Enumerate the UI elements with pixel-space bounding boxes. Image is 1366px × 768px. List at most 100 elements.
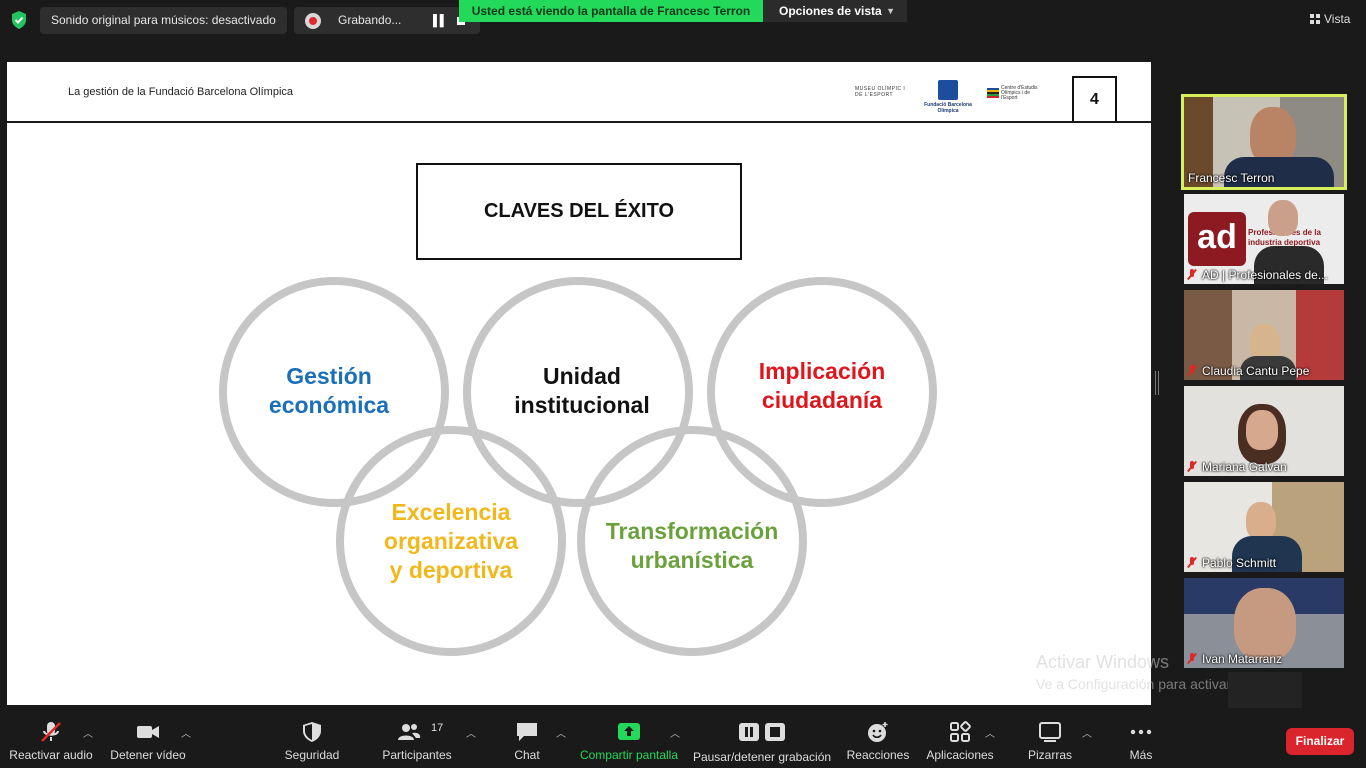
muted-mic-icon (1188, 461, 1196, 472)
museu-olimpic-logo: MUSEU OLÍMPIC I DE L'ESPORT (855, 86, 906, 98)
apps-grid-icon (950, 721, 971, 742)
header-divider (7, 121, 1151, 123)
more-dots-icon (1130, 729, 1152, 735)
more-button[interactable]: Más (1116, 708, 1166, 768)
pause-stop-recording-icon (739, 723, 785, 741)
encryption-shield-icon[interactable] (10, 10, 28, 30)
share-screen-label: Compartir pantalla (579, 748, 679, 762)
recording-label: Grabando... (338, 13, 402, 27)
recording-indicator: Grabando... ▌▌ (294, 7, 480, 34)
video-camera-icon (137, 726, 159, 738)
original-sound-toggle[interactable]: Sonido original para músicos: desactivad… (40, 7, 287, 34)
participants-count: 17 (431, 722, 444, 734)
participant-shirt (1240, 356, 1296, 380)
muted-mic-icon (1188, 653, 1196, 664)
smiley-face-icon (868, 722, 888, 742)
participant-name: Pablo Schmitt (1202, 556, 1277, 570)
reactions-button[interactable]: Reacciones (842, 708, 914, 768)
ring-gestion (219, 277, 449, 507)
chat-button[interactable]: Chat (504, 708, 550, 768)
fundacio-barcelona-olimpica-logo: Fundació Barcelona Olímpica (915, 80, 981, 114)
pause-stop-recording-button[interactable]: Pausar/detener grabación (692, 708, 832, 768)
participant-name: Francesc Terron (1188, 171, 1275, 185)
participant-video: ad Profesionales de la industria deporti… (1184, 194, 1344, 284)
grid-view-icon (1310, 14, 1320, 24)
gallery-scroll-button[interactable] (1228, 672, 1302, 708)
participants-icon (398, 724, 421, 740)
chat-options-chevron-icon[interactable]: ︿ (556, 729, 566, 740)
meeting-topbar: Sonido original para músicos: desactivad… (0, 0, 1366, 40)
apps-options-chevron-icon[interactable]: ︿ (985, 729, 995, 740)
claves-title-box: CLAVES DEL ÉXITO (416, 163, 742, 260)
chevron-down-icon: ▼ (886, 6, 895, 16)
security-shield-icon (303, 722, 321, 742)
participants-options-chevron-icon[interactable]: ︿ (466, 729, 476, 740)
participant-tile[interactable]: Ivan Matarranz (1184, 578, 1344, 668)
reactions-label: Reacciones (846, 748, 910, 762)
stop-video-label: Detener vídeo (110, 748, 186, 762)
participant-name: AD | Profesionales de... (1202, 268, 1328, 282)
fbo-emblem-icon (938, 80, 958, 100)
ring-label-unidad: Unidad institucional (514, 363, 650, 418)
panel-resize-handle[interactable] (1155, 371, 1159, 395)
ring-label-implicacion: Implicación ciudadanía (758, 358, 886, 413)
whiteboards-options-chevron-icon[interactable]: ︿ (1082, 729, 1092, 740)
ring-label-transformacion: Transformación urbanística (605, 518, 779, 573)
participant-video (1184, 386, 1344, 476)
ad-logo: ad (1188, 212, 1246, 266)
muted-mic-icon (1188, 269, 1196, 280)
participant-tile[interactable]: ad Profesionales de la industria deporti… (1184, 194, 1344, 284)
view-options-dropdown[interactable]: Opciones de vista ▼ (763, 0, 907, 22)
security-button[interactable]: Seguridad (276, 708, 348, 768)
share-options-chevron-icon[interactable]: ︿ (670, 729, 680, 740)
video-options-chevron-icon[interactable]: ︿ (181, 729, 191, 740)
stop-video-button[interactable]: Detener vídeo (104, 708, 192, 768)
meeting-controls-toolbar: Reactivar audio ︿ Detener vídeo ︿ Seguri… (0, 708, 1366, 768)
ring-implicacion (707, 277, 937, 507)
participant-shirt (1232, 536, 1302, 572)
recording-dot-icon (305, 13, 321, 29)
participant-tile[interactable]: Claudia Cantu Pepe (1184, 290, 1344, 380)
participant-face (1250, 107, 1296, 165)
end-meeting-button[interactable]: Finalizar (1286, 728, 1354, 755)
chat-bubble-icon (517, 723, 537, 741)
participant-video (1184, 482, 1344, 572)
muted-mic-icon (1188, 557, 1196, 568)
slide-header-title: La gestión de la Fundació Barcelona Olím… (68, 86, 294, 98)
olympic-rings-diagram (219, 277, 937, 656)
participant-face (1234, 588, 1296, 660)
participant-name: Ivan Matarranz (1202, 652, 1283, 666)
view-button[interactable]: Vista (1310, 12, 1350, 26)
apps-label: Aplicaciones (926, 748, 994, 762)
pause-recording-icon[interactable]: ▌▌ (433, 15, 448, 27)
pause-stop-recording-label: Pausar/detener grabación (692, 750, 832, 764)
shared-screen-slide: La gestión de la Fundació Barcelona Olím… (7, 62, 1151, 705)
share-screen-button[interactable]: Compartir pantalla (578, 708, 680, 768)
participant-name: Claudia Cantu Pepe (1202, 364, 1310, 378)
view-label: Vista (1324, 12, 1351, 26)
participant-face (1246, 410, 1278, 450)
whiteboards-button[interactable]: Pizarras (1018, 708, 1082, 768)
windows-activation-title: Activar Windows (1036, 652, 1170, 672)
participants-label: Participantes (382, 748, 452, 762)
participants-button[interactable]: 17 Participantes (376, 708, 458, 768)
screen-share-banner: Usted está viendo la pantalla de Frances… (459, 0, 763, 22)
centre-estudis-olimpics-logo: Centre d'Estudis Olímpics i de l'Esport (987, 85, 1043, 101)
participant-face (1268, 200, 1298, 236)
participant-face (1250, 324, 1280, 362)
participant-tile[interactable]: Pablo Schmitt (1184, 482, 1344, 572)
participant-video (1184, 290, 1344, 380)
apps-button[interactable]: Aplicaciones (922, 708, 998, 768)
participant-shirt (1254, 246, 1324, 284)
security-label: Seguridad (284, 748, 340, 762)
audio-options-chevron-icon[interactable]: ︿ (83, 729, 93, 740)
unmute-audio-button[interactable]: Reactivar audio (4, 708, 98, 768)
whiteboards-label: Pizarras (1027, 748, 1072, 762)
slide-page-number: 4 (1072, 76, 1117, 121)
ring-excelencia (336, 426, 566, 656)
participant-tile[interactable]: Francesc Terron (1181, 94, 1347, 190)
participant-face (1246, 502, 1276, 540)
ceo-logo-text: Centre d'Estudis Olímpics i de l'Esport (1001, 85, 1038, 101)
participant-tile[interactable]: Mariana Galvan (1184, 386, 1344, 476)
muted-mic-icon (1188, 365, 1196, 376)
